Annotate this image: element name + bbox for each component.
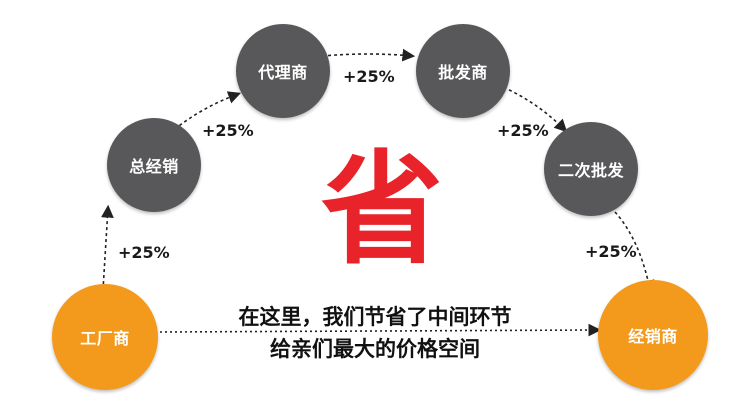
caption-line-1: 在这里，我们节省了中间环节 (238, 305, 512, 329)
node-secondary-wholesaler: 二次批发 (544, 122, 638, 216)
node-wholesaler-label: 批发商 (438, 63, 488, 82)
arrow-secondary-to-dealer (614, 211, 655, 294)
node-factory-label: 工厂商 (80, 329, 130, 348)
markup-general-to-agent: +25% (202, 121, 254, 140)
node-factory: 工厂商 (52, 284, 158, 390)
arrow-factory-to-general (101, 204, 114, 291)
markup-agent-to-wholesaler: +25% (343, 67, 395, 86)
node-agent-label: 代理商 (258, 63, 308, 82)
node-secondary-wholesaler-label: 二次批发 (557, 161, 624, 180)
node-dealer: 经销商 (598, 280, 708, 390)
arrow-agent-to-wholesaler (321, 48, 416, 62)
markup-wholesaler-to-secondary: +25% (497, 121, 549, 140)
node-general-distributor-label: 总经销 (129, 157, 179, 176)
node-dealer-label: 经销商 (628, 327, 678, 346)
markup-factory-to-general: +25% (118, 243, 170, 262)
arrow-factory-to-dealer (159, 323, 602, 337)
caption-line-2: 给亲们最大的价格空间 (270, 337, 480, 361)
node-agent: 代理商 (236, 24, 330, 118)
node-general-distributor: 总经销 (107, 118, 201, 212)
node-wholesaler: 批发商 (416, 24, 510, 118)
markup-secondary-to-dealer: +25% (585, 242, 637, 261)
save-character: 省 (321, 139, 443, 281)
